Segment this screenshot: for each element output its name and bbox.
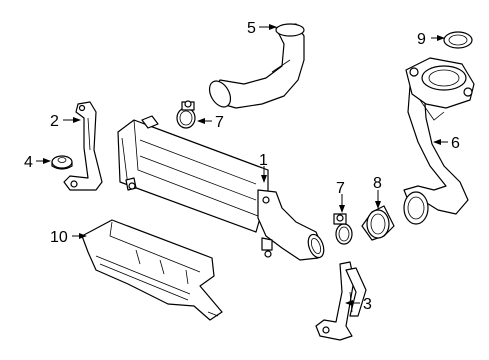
callout-2: 2 [50, 113, 59, 130]
callout-7a: 7 [215, 114, 224, 131]
upper-bracket [63, 101, 103, 191]
callout-10: 10 [50, 229, 68, 246]
callout-3: 3 [363, 296, 372, 313]
lower-bracket [315, 261, 367, 341]
callout-7b: 7 [336, 180, 345, 197]
hose-clamp-lower [333, 213, 353, 245]
callout-9: 9 [417, 31, 426, 48]
hose-clamp-upper [176, 100, 196, 129]
lower-charge-pipe [403, 57, 475, 225]
callout-5: 5 [247, 20, 256, 37]
coupling-sleeve [361, 205, 395, 241]
intercooler [117, 115, 325, 261]
upper-charge-hose [208, 23, 305, 109]
callout-1: 1 [259, 152, 268, 169]
callout-4: 4 [24, 154, 33, 171]
callout-6: 6 [451, 135, 460, 152]
air-duct-shroud [81, 219, 223, 321]
seal-ring [443, 31, 473, 49]
grommet [51, 155, 73, 170]
callout-8: 8 [373, 175, 382, 192]
